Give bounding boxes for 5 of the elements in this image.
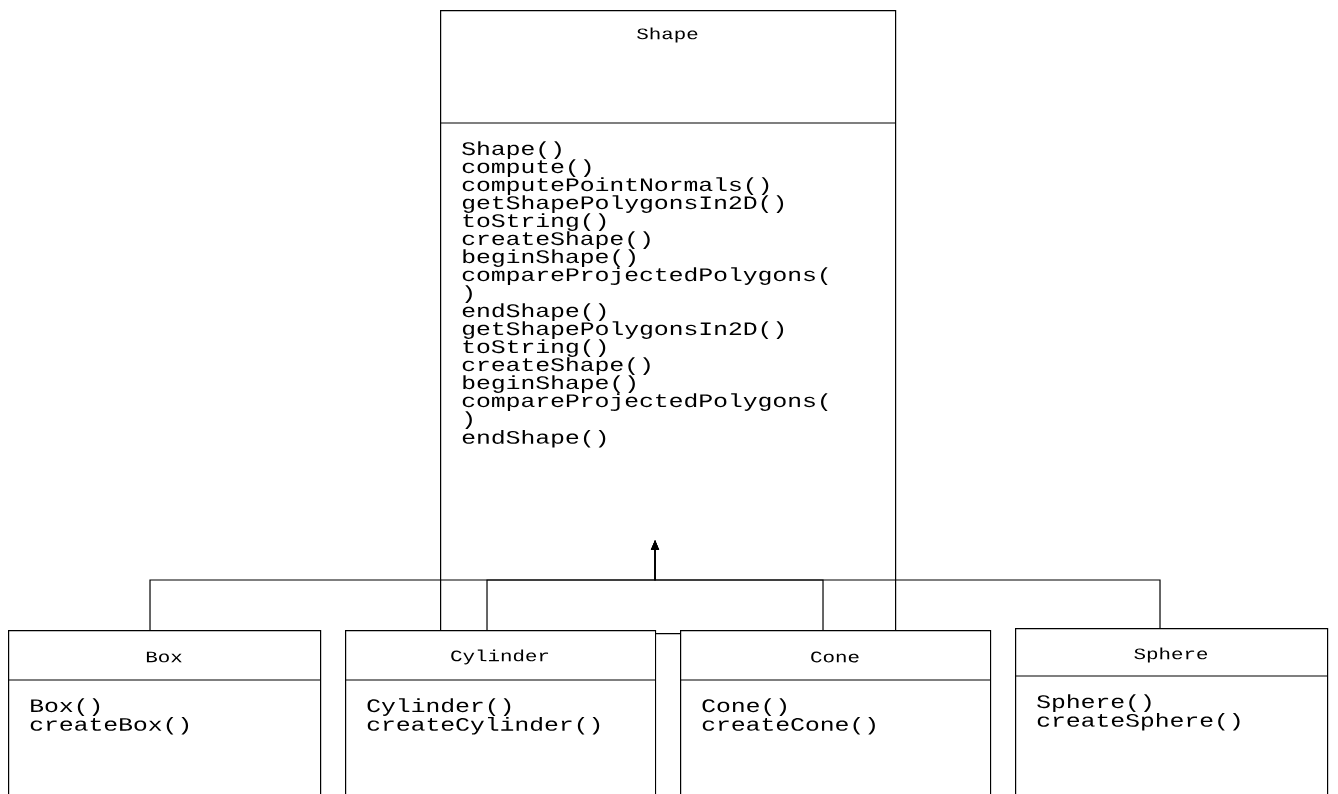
class-box: Shape Shape() compute() computePointNormals() getShapePolygonsIn2D() toString() createShape() beginShape() compareProjectedPolygons( ) endShape() getShapePolygonsIn2D() toString() createShape() beginShape() compareProjectedPolygons( ) endShape(): [439, 10, 897, 635]
class-box: Cone Cone() createCone(): [679, 630, 992, 794]
class-box: Box Box() createBox(): [7, 630, 322, 794]
class-box: Cylinder Cylinder() createCylinder(): [344, 630, 657, 794]
class-box: Sphere Sphere() createSphere(): [1014, 628, 1329, 794]
